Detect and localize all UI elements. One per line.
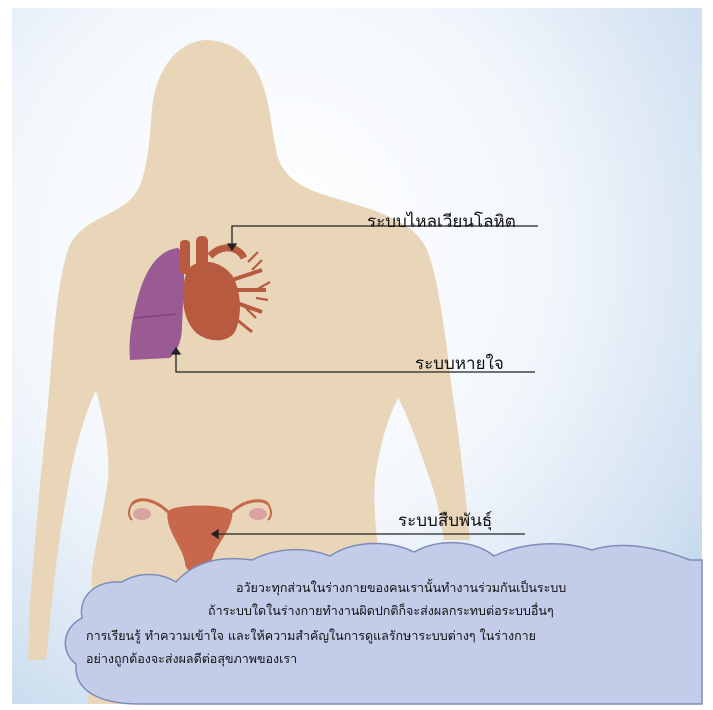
label-circulatory: ระบบไหลเวียนโลหิต	[367, 208, 516, 235]
caption-line-3: การเรียนรู้ ทำความเข้าใจ และให้ความสำคัญ…	[86, 626, 536, 646]
caption-line-2: ถ้าระบบใดในร่างกายทำงานผิดปกติก็จะส่งผลก…	[208, 601, 554, 621]
label-respiratory: ระบบหายใจ	[415, 350, 504, 377]
caption-line-1: อวัยวะทุกส่วนในร่างกายของคนเรานั้นทำงานร…	[236, 578, 566, 598]
label-reproductive: ระบบสืบพันธุ์	[398, 507, 492, 534]
caption-line-4: อย่างถูกต้องจะส่งผลดีต่อสุขภาพของเรา	[86, 649, 297, 669]
